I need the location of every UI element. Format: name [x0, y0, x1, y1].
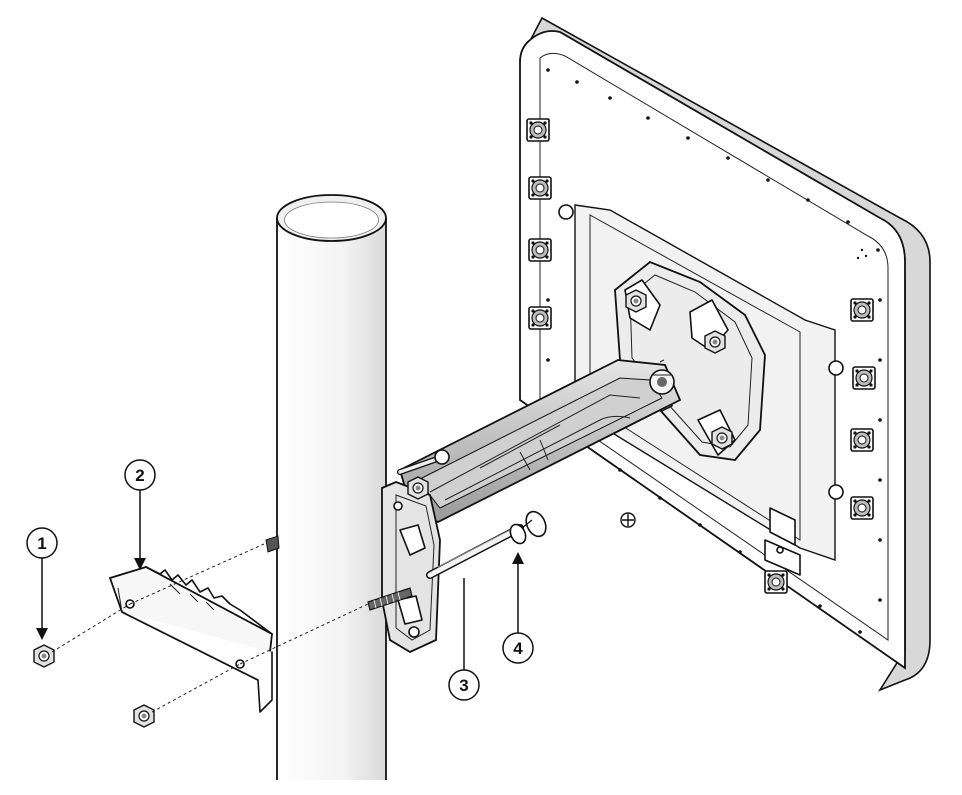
- callout-1: 1: [26, 527, 58, 640]
- flange-nut-upper: [33, 644, 55, 668]
- mounting-arm: [398, 359, 682, 523]
- callout-4-label: 4: [513, 639, 523, 658]
- callout-2: 2: [124, 459, 156, 570]
- callout-4: 4: [502, 552, 534, 664]
- v-bracket: [108, 566, 273, 713]
- callout-1-label: 1: [37, 534, 46, 553]
- pole-clamp: [367, 449, 450, 654]
- bolt-head-washer: [509, 510, 547, 545]
- threaded-stud-upper: [265, 535, 280, 553]
- callout-3: 3: [448, 578, 480, 701]
- callout-2-label: 2: [135, 466, 144, 485]
- flange-nut-lower: [133, 704, 155, 728]
- assembly-lines: [51, 543, 369, 713]
- pole: [276, 194, 387, 780]
- callout-3-label: 3: [459, 676, 468, 695]
- long-bolt: [426, 524, 524, 579]
